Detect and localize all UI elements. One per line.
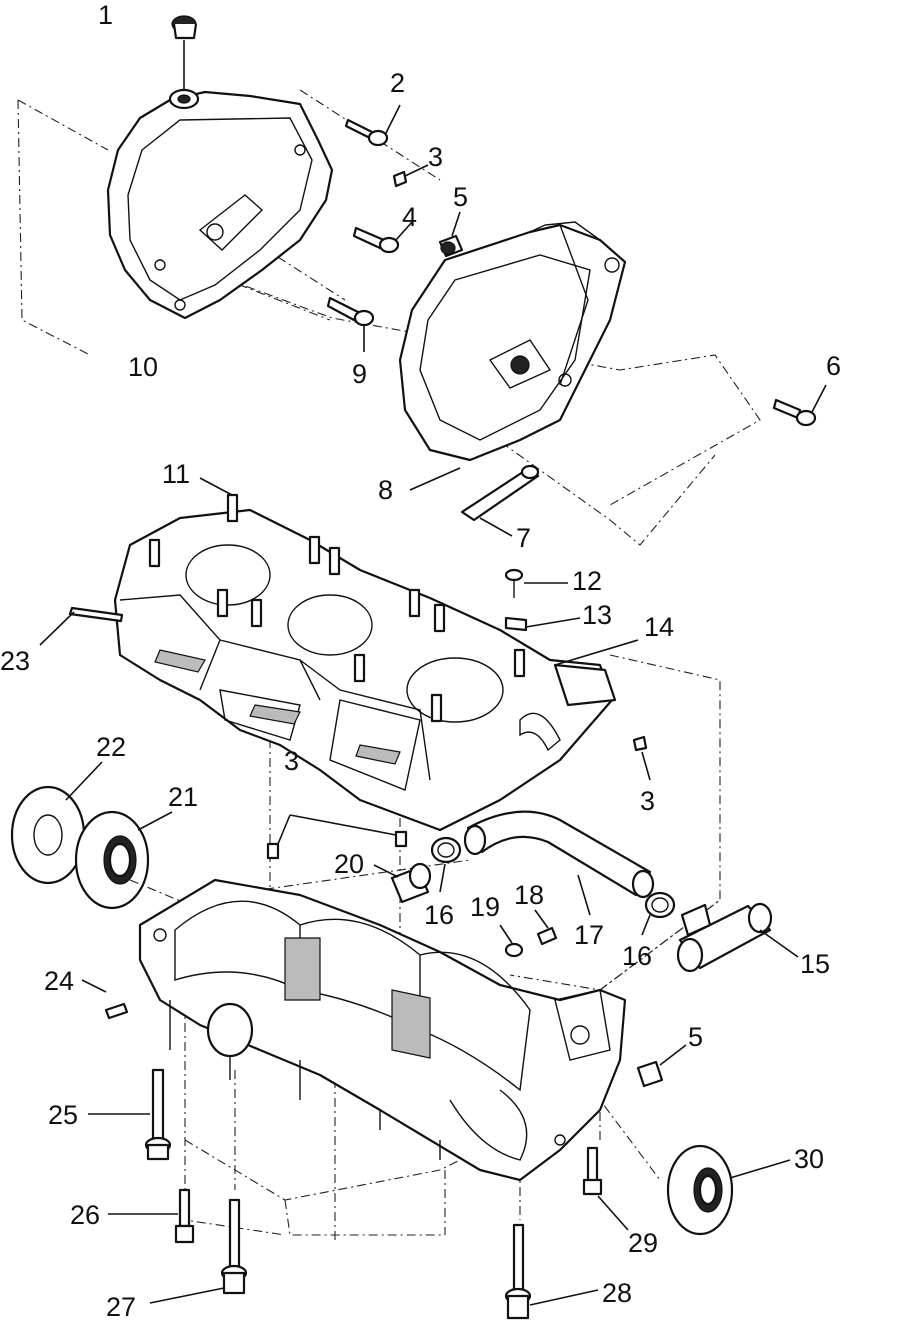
callout-23: 23 [0,646,30,676]
callout-22: 22 [96,732,126,762]
callout-15: 15 [800,949,830,979]
callout-12: 12 [572,566,602,596]
callout-17: 17 [574,920,604,950]
part-28-bolt [504,1223,599,1320]
part-25-bolt [88,1068,172,1161]
callout-28: 28 [602,1278,632,1308]
part-18-screw [534,909,558,946]
callout-1: 1 [98,0,113,30]
callout-7: 7 [516,523,531,553]
part-24-screw [81,979,129,1020]
part-29-bolt [582,1146,629,1231]
callout-5b: 5 [688,1022,703,1052]
part-6-bolt [772,384,827,427]
callout-3c: 3 [640,786,655,816]
callout-30: 30 [794,1144,824,1174]
callout-2: 2 [390,68,405,98]
part-5-bushing-lower [636,1044,687,1088]
part-21-seal [74,810,191,910]
callout-16b: 16 [622,941,652,971]
part-7-strap [460,464,540,537]
part-16-clamp-right [641,891,676,936]
lower-crankcase [138,878,627,1182]
part-10-recoil-housing [106,88,334,320]
callout-24: 24 [44,966,74,996]
callout-25: 25 [48,1100,78,1130]
cylinder-studs [148,477,526,723]
part-12-screw [504,568,568,598]
part-9-bolt [326,296,375,352]
part-30-seal [666,1144,791,1236]
callout-19: 19 [470,892,500,922]
callout-5: 5 [453,182,468,212]
callout-labels: 1 2 3 4 5 6 7 8 9 10 11 12 13 14 15 16 1… [0,0,841,1322]
callout-11: 11 [162,459,190,489]
part-5-bushing-upper [438,211,464,258]
part-4-bolt [352,221,413,254]
callout-6: 6 [826,351,841,381]
callout-18: 18 [514,880,544,910]
part-3-dowel-upper [392,164,429,188]
part-8-drive-housing [398,221,627,491]
part-13-clip [504,616,581,632]
callout-16a: 16 [424,900,454,930]
part-1-cap [171,15,198,92]
part-27-bolt [149,1198,248,1304]
part-15-t-fitting [676,902,799,973]
callout-14: 14 [644,612,674,642]
callout-8: 8 [378,475,393,505]
callout-29: 29 [628,1228,658,1258]
callout-4: 4 [402,202,417,232]
part-23-stud [39,606,124,646]
part-26-bolt [108,1188,195,1244]
callout-21: 21 [168,782,198,812]
part-2-bolt [344,104,401,147]
part-3-dowel-right [632,735,651,781]
callout-9: 9 [352,359,367,389]
callout-3b: 3 [284,746,299,776]
callout-27: 27 [106,1292,136,1322]
callout-13: 13 [582,600,612,630]
part-16-clamp-left [430,836,462,893]
part-19-washer [499,924,524,958]
callout-26: 26 [70,1200,100,1230]
part-20-bushing [373,862,432,904]
callout-3: 3 [428,142,443,172]
callout-10: 10 [128,352,158,382]
callout-20: 20 [334,849,364,879]
part-17-hose [463,810,655,916]
part-3-dowel-middle [266,814,408,860]
